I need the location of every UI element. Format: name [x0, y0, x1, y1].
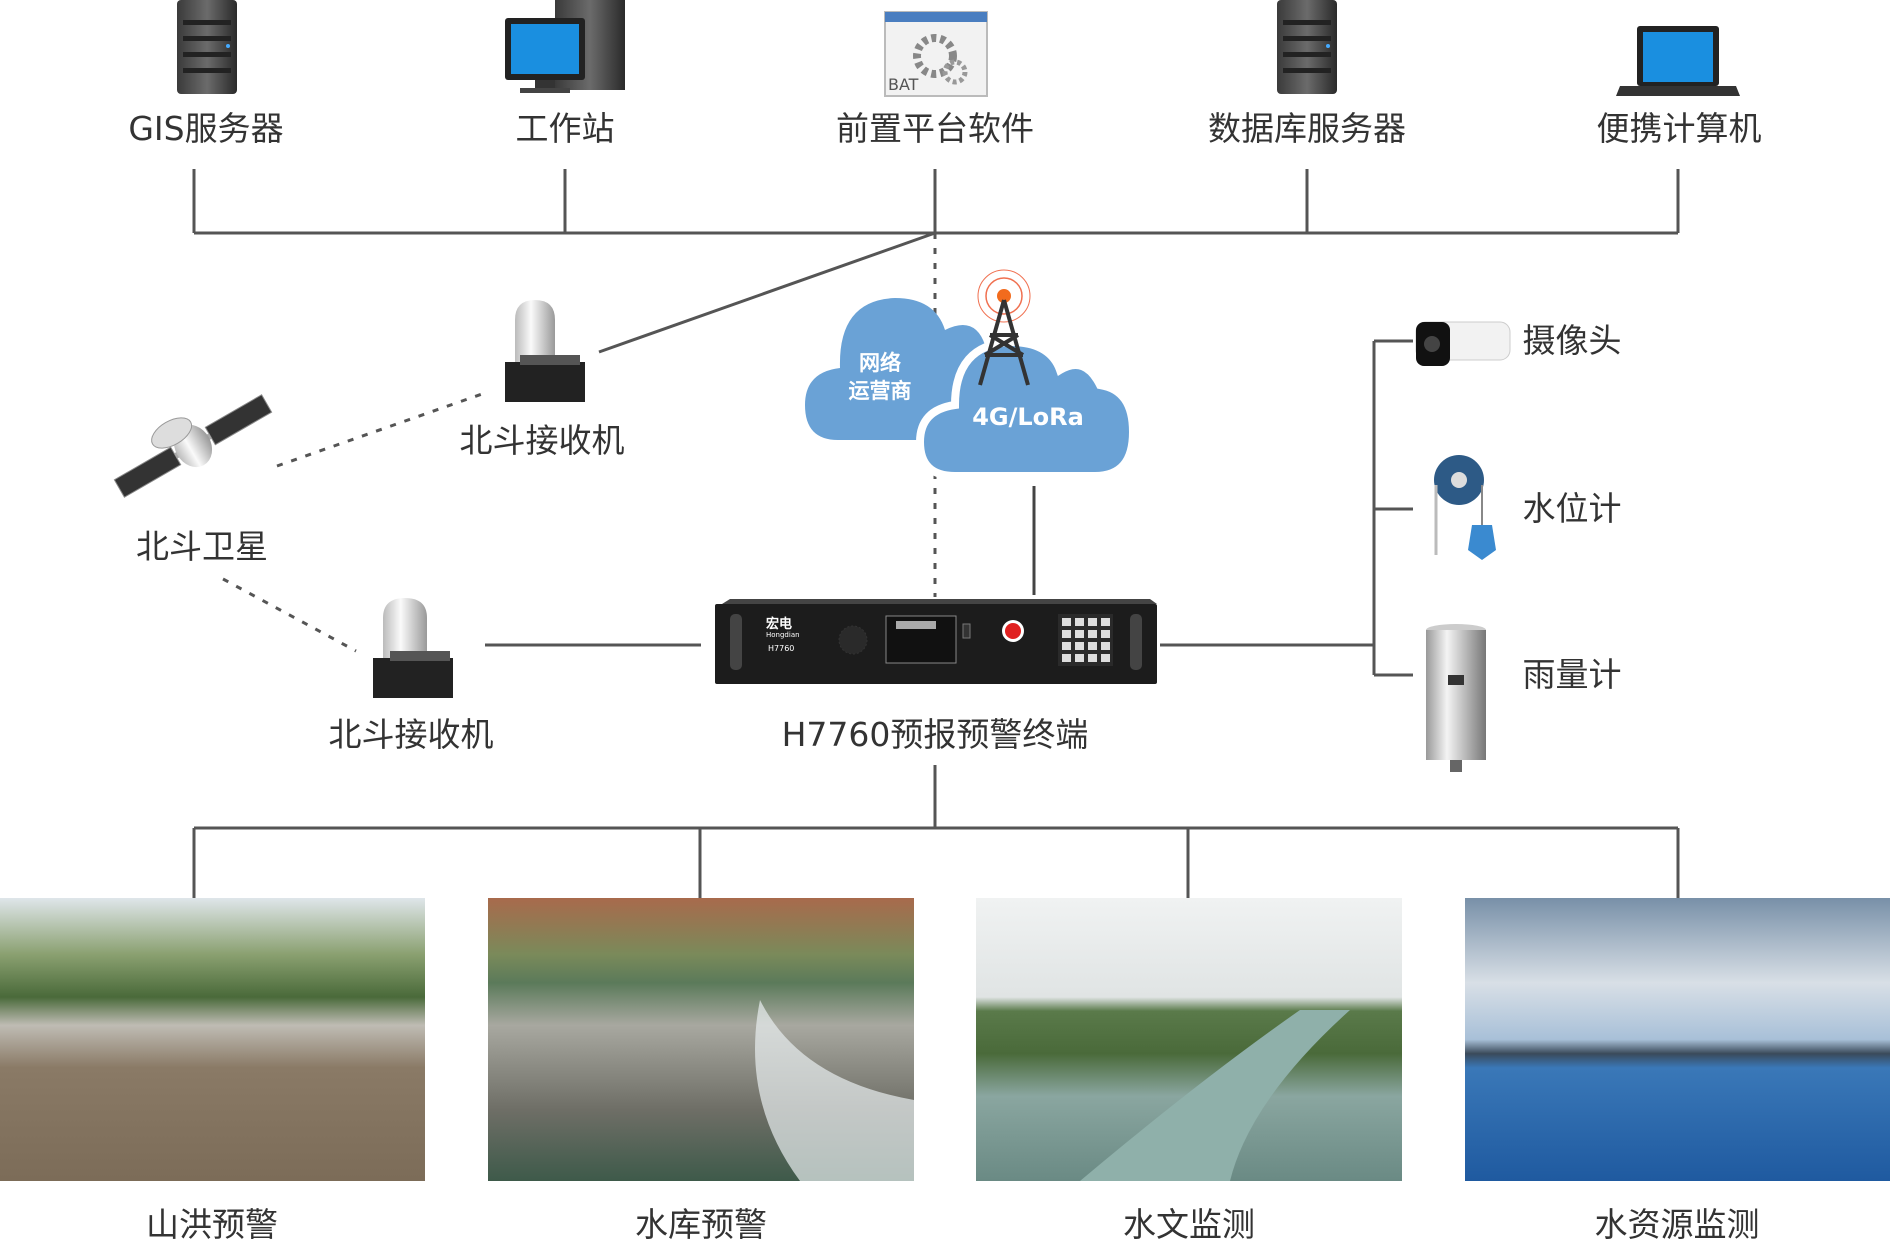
- operator-cloud: 网络 运营商: [805, 298, 985, 440]
- model-text: H7760: [768, 644, 794, 653]
- receiver-icon: [505, 300, 585, 402]
- application-hydrological-monitoring: 水文监测: [976, 898, 1402, 1240]
- satellite-label: 北斗卫星: [136, 527, 268, 566]
- sensor-label: 水位计: [1523, 489, 1622, 528]
- laptop-icon: [1616, 26, 1740, 96]
- receiver-icon: [373, 598, 453, 698]
- flash-flood-photo: [0, 898, 425, 1181]
- operator-label-line2: 运营商: [849, 379, 912, 403]
- top-node-laptop: 便携计算机: [1597, 26, 1762, 148]
- receiver-label: 北斗接收机: [329, 715, 494, 754]
- brand-logo: 宏电: [766, 616, 792, 632]
- sensor-camera: 摄像头: [1415, 321, 1622, 366]
- terminal-label: H7760预报预警终端: [782, 715, 1089, 754]
- receiver-label: 北斗接收机: [460, 421, 625, 460]
- operator-label-line1: 网络: [859, 351, 901, 375]
- beidou-receiver-2: 北斗接收机: [329, 598, 494, 754]
- bat-software-icon: BAT: [884, 11, 988, 97]
- beidou-receiver-1: 北斗接收机: [460, 300, 625, 460]
- water-level-gauge-icon: [1434, 455, 1496, 560]
- camera-icon: [1415, 321, 1511, 366]
- beidou-satellite: 北斗卫星: [113, 394, 273, 566]
- workstation-icon: [505, 0, 625, 93]
- satellite-icon: [113, 394, 273, 498]
- sensor-bus-lines: [1160, 339, 1413, 677]
- application-flash-flood-warning: 山洪预警: [0, 898, 425, 1240]
- sensor-rain-gauge: 雨量计: [1426, 624, 1622, 772]
- application-water-resource-monitoring: 水资源监测: [1465, 898, 1890, 1240]
- rain-gauge-icon: [1426, 624, 1486, 772]
- receiver-uplink-line: [598, 231, 936, 354]
- wireless-label: 4G/LoRa: [972, 403, 1084, 431]
- brand-english-text: Hongdian: [766, 631, 800, 639]
- node-label: 前置平台软件: [836, 109, 1034, 148]
- server-icon: [1277, 0, 1337, 94]
- bottom-bus-lines: [192, 765, 1680, 898]
- top-node-workstation: 工作站: [505, 0, 625, 148]
- lake-photo: [1465, 898, 1890, 1181]
- application-reservoir-warning: 水库预警: [488, 898, 914, 1240]
- h7760-terminal: 宏电 Hongdian H7760 H7760预报预警终端: [715, 599, 1157, 754]
- alarm-button: [1005, 623, 1021, 639]
- sensor-label: 雨量计: [1523, 655, 1622, 694]
- server-icon: [177, 0, 237, 94]
- application-label: 山洪预警: [146, 1205, 278, 1240]
- top-node-gis-server: GIS服务器: [128, 0, 284, 148]
- wireless-cloud: 4G/LoRa: [915, 337, 1138, 480]
- application-label: 水资源监测: [1595, 1205, 1760, 1240]
- node-label: 便携计算机: [1597, 109, 1762, 148]
- satellite-link-1: [276, 392, 483, 468]
- sensor-label: 摄像头: [1523, 321, 1622, 360]
- svg-text:BAT: BAT: [888, 75, 919, 94]
- cell-tower-icon: [977, 269, 1031, 386]
- satellite-link-2: [222, 577, 357, 653]
- application-label: 水文监测: [1123, 1205, 1255, 1240]
- top-node-database-server: 数据库服务器: [1208, 0, 1406, 148]
- node-label: 工作站: [516, 109, 615, 148]
- node-label: GIS服务器: [128, 109, 283, 148]
- top-bus-lines: [192, 169, 1680, 597]
- sensor-water-level: 水位计: [1434, 455, 1622, 560]
- application-label: 水库预警: [635, 1205, 767, 1240]
- top-node-front-platform-software: BAT 前置平台软件: [836, 11, 1034, 148]
- node-label: 数据库服务器: [1208, 109, 1406, 148]
